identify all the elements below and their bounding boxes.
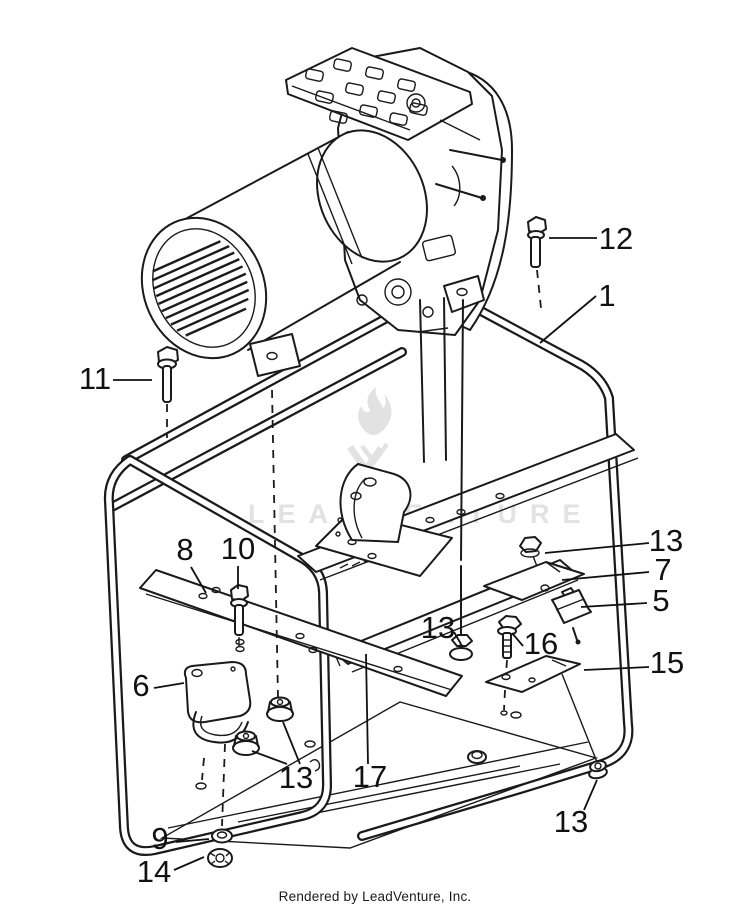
callout-label: 13 [421,610,455,645]
callout-6: 6 [132,668,185,703]
alternator [140,129,428,360]
washer-9 [211,828,233,844]
stray-mark [309,759,321,772]
callout-13: 13 [251,721,313,795]
callout-label: 9 [151,821,168,856]
engine-pedestal [417,297,449,463]
callout-15: 15 [583,645,684,680]
bolt-12 [527,216,547,309]
callout-13: 13 [554,779,598,839]
callout-label: 11 [79,361,111,396]
callout-16: 16 [511,626,558,661]
leader-line [453,631,462,645]
leader-line [282,721,301,765]
callout-11: 11 [79,361,152,396]
leader-line [173,856,205,871]
callout-label: 7 [654,552,671,587]
callout-label: 5 [652,583,669,618]
flame-icon [358,387,392,436]
callout-13: 13 [421,610,462,645]
leader-line [583,666,650,671]
render-credit: Rendered by LeadVenture, Inc. [278,889,472,904]
lower-mount-bracket-15 [485,655,581,716]
alternator-vent-grille [151,240,250,337]
callout-5: 5 [580,583,670,618]
engine-mount-lug [443,275,485,313]
engine-saddle-bracket [335,463,412,543]
callout-label: 13 [279,760,313,795]
air-cleaner-cover [285,47,473,141]
alternator-foot-bracket [249,333,301,377]
leader-line [561,571,650,581]
leader-line [190,566,207,594]
callout-8: 8 [176,532,207,594]
callout-label: 6 [132,668,149,703]
rubber-mount-13-b [266,696,294,722]
bolt-10 [230,584,249,653]
callout-12: 12 [549,221,633,256]
engine-assembly [140,47,513,463]
mount-bar-8 [139,569,463,697]
leader-line [583,779,598,811]
callout-7: 7 [561,552,672,587]
callout-label: 13 [649,523,683,558]
callout-10: 10 [221,531,255,589]
flange-nut-13-top [519,536,542,558]
callout-label: 16 [524,626,558,661]
flange-nut-13-mid [449,634,473,661]
bracket-6 [183,661,252,744]
frame-left-hoop [103,455,333,856]
callout-14: 14 [137,854,205,889]
leader-line [175,838,210,843]
leader-line [365,653,369,765]
callout-1: 1 [539,278,616,344]
callout-13: 13 [544,523,683,558]
leader-line [251,750,288,765]
callout-label: 10 [221,531,255,566]
callout-label: 1 [598,278,615,313]
floor-nut [467,750,487,764]
leader-line [580,602,648,608]
leader-line [511,632,524,647]
flange-nut-14 [207,848,233,868]
callout-9: 9 [151,821,210,856]
rubber-isolator-5 [551,587,592,645]
callout-17: 17 [353,653,387,794]
callout-label: 8 [176,532,193,567]
callout-label: 17 [353,759,387,794]
leader-line [539,295,597,344]
callout-label: 12 [599,221,633,256]
frame-right-hoop [357,284,634,841]
leader-line [153,682,185,689]
bolt-16 [497,615,522,675]
callout-label: 14 [137,854,171,889]
flange-nut-13-bottom-right [588,759,608,780]
callout-label: 13 [554,804,588,839]
upper-mount-bracket-7 [483,561,585,601]
throttle-rods [435,149,506,201]
callout-label: 15 [650,645,684,680]
bolt-11 [157,346,179,438]
leader-line [544,542,650,554]
